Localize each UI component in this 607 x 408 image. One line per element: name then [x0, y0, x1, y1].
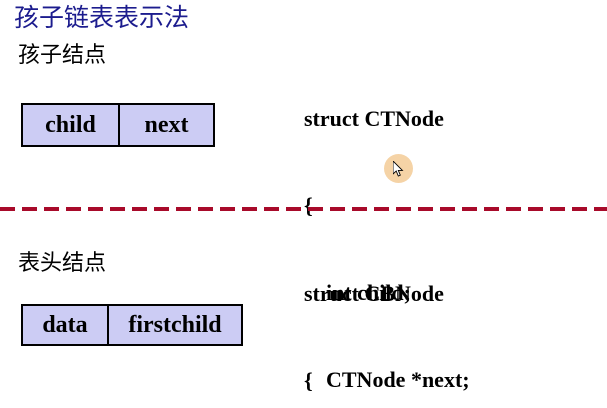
head-node-diagram: data firstchild	[21, 304, 243, 346]
child-node-diagram: child next	[21, 103, 215, 147]
code-line: CTNode *next;	[326, 367, 470, 392]
ctnode-struct-code: struct CTNode { int child; CTNode *next;…	[304, 46, 470, 408]
child-node-label: 孩子结点	[18, 42, 107, 67]
head-node-label: 表头结点	[18, 250, 107, 275]
firstchild-field-cell: firstchild	[107, 306, 241, 344]
cbnode-struct-code: struct CBNode { DataType data; CTNode *f…	[304, 221, 521, 408]
code-line: {	[304, 368, 313, 393]
code-line: struct CTNode	[304, 106, 444, 131]
code-line: int child;	[326, 280, 411, 305]
section-divider	[0, 207, 607, 211]
code-line: struct CBNode	[304, 281, 444, 306]
code-line: {	[304, 193, 313, 218]
data-field-cell: data	[42, 311, 88, 338]
page-title: 孩子链表表示法	[14, 4, 190, 32]
next-field-cell: next	[118, 105, 213, 145]
child-field-cell: child	[45, 111, 96, 138]
